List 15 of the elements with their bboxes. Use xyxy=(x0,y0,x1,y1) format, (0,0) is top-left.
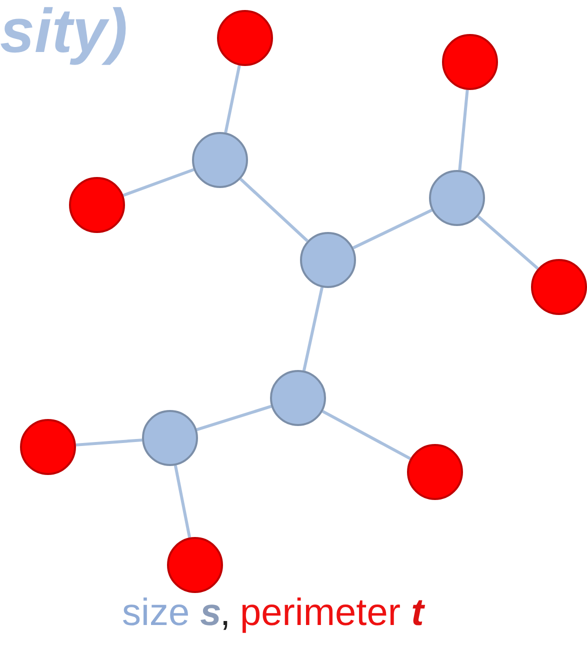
connector-line xyxy=(458,90,469,170)
connector-line xyxy=(302,287,324,371)
comma: , xyxy=(220,592,231,635)
connector-line xyxy=(477,215,539,270)
size-label: size s xyxy=(122,592,222,635)
connector-line xyxy=(196,404,272,432)
connector-line xyxy=(322,410,412,460)
connector-line xyxy=(240,178,308,242)
connector-line xyxy=(122,168,194,197)
title-fragment: sity) xyxy=(0,0,128,67)
connector-line xyxy=(174,465,192,538)
connector-line xyxy=(352,208,432,250)
perimeter-label: perimeter t xyxy=(240,592,424,635)
connector-line xyxy=(76,438,142,446)
connector-line xyxy=(224,65,241,133)
